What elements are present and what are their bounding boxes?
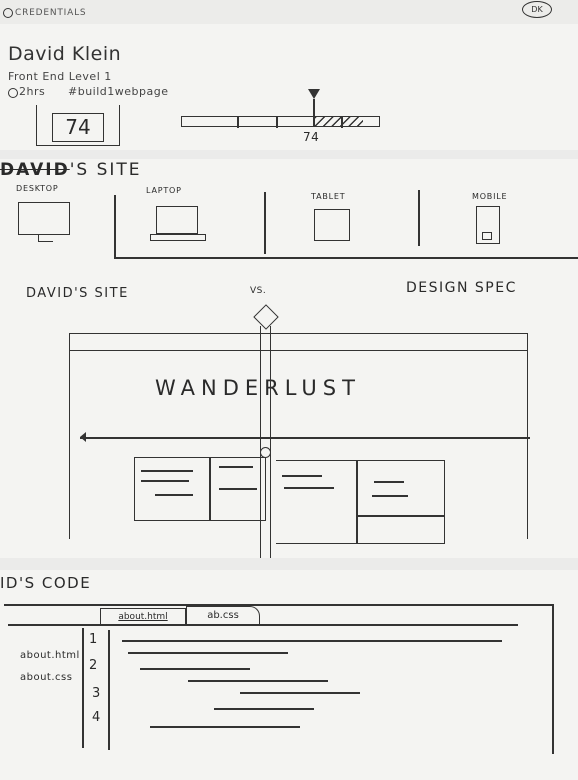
code-line-4 <box>188 680 328 682</box>
compare-right-label: DESIGN SPEC <box>406 280 517 296</box>
code-line-6 <box>214 708 314 710</box>
score-slider-divider-1 <box>237 116 239 128</box>
preview-title: WANDERLUST <box>155 376 361 400</box>
slider-handle-top <box>308 89 320 99</box>
section-band-2 <box>0 558 578 570</box>
profile-duration: 2hrs <box>19 85 46 98</box>
preview-table-right-line-3 <box>374 481 404 483</box>
file-list-divider-1 <box>82 628 84 748</box>
compare-left-label: DAVID'S SITE <box>26 286 129 301</box>
preview-table-right-line-4 <box>372 495 408 497</box>
code-tab-html-label: about.html <box>118 612 168 622</box>
code-panel-right <box>552 604 554 754</box>
desktop-icon <box>18 202 70 235</box>
device-tab-divider-3 <box>418 190 420 246</box>
top-bar <box>0 0 578 24</box>
credentials-icon <box>3 8 13 18</box>
code-panel-top <box>4 604 552 606</box>
code-line-3 <box>140 668 250 670</box>
code-line-2 <box>128 652 288 654</box>
compare-vs-label: VS. <box>250 286 267 296</box>
preview-table-left-line-5 <box>219 488 257 490</box>
profile-subtitle: Front End Level 1 <box>8 70 112 83</box>
device-tab-tablet[interactable]: TABLET <box>266 190 416 252</box>
preview-hero-divider <box>80 437 530 439</box>
compare-frame-inner-line <box>69 350 527 352</box>
line-number-3: 3 <box>92 686 101 701</box>
mobile-icon <box>476 206 500 244</box>
line-number-4: 4 <box>92 710 101 725</box>
score-slider-value: 74 <box>303 130 320 144</box>
score-box <box>36 105 120 146</box>
compare-slider-bar <box>260 326 271 558</box>
device-label-mobile: MOBILE <box>472 192 508 201</box>
preview-table-right <box>276 460 445 544</box>
score-slider-track[interactable] <box>181 116 380 127</box>
device-label-laptop: LAPTOP <box>146 186 182 195</box>
mobile-button-icon <box>482 232 492 240</box>
line-number-1: 1 <box>89 632 98 647</box>
desktop-stand-icon <box>38 234 53 242</box>
laptop-base-icon <box>150 234 206 241</box>
device-tabs-baseline <box>114 257 578 259</box>
preview-table-left-col <box>209 458 211 520</box>
code-line-5 <box>240 692 360 694</box>
file-list-divider-2 <box>108 630 110 750</box>
tablet-icon <box>314 209 350 241</box>
device-tab-desktop[interactable]: DESKTOP <box>0 180 114 260</box>
compare-slider-knob <box>260 447 271 458</box>
code-line-7 <box>150 726 300 728</box>
preview-table-right-col <box>356 461 358 543</box>
clock-icon <box>8 88 18 98</box>
code-tab-css-label: ab.css <box>207 610 239 621</box>
preview-table-right-line-1 <box>282 475 322 477</box>
preview-table-left <box>134 457 266 521</box>
device-label-desktop: DESKTOP <box>16 184 59 193</box>
site-title-suffix: 'S SITE <box>69 160 142 180</box>
user-avatar[interactable]: DK <box>522 1 552 18</box>
code-tab-html[interactable]: about.html <box>100 608 186 625</box>
site-title: DAVID'S SITE <box>0 160 142 180</box>
section-band <box>0 150 578 159</box>
preview-table-right-line-2 <box>284 487 334 489</box>
score-slider-handle[interactable] <box>308 89 320 127</box>
code-tabs-baseline <box>8 624 518 626</box>
compare-slider[interactable] <box>253 304 281 558</box>
device-tab-divider-2 <box>264 192 266 254</box>
line-number-2: 2 <box>89 658 98 673</box>
file-item-css[interactable]: about.css <box>20 672 73 683</box>
code-line-1 <box>122 640 502 642</box>
score-value: 74 <box>65 115 91 139</box>
compare-frame <box>69 333 528 539</box>
file-item-html[interactable]: about.html <box>20 650 80 661</box>
profile-name: David Klein <box>8 43 122 65</box>
device-tab-laptop[interactable]: LAPTOP <box>116 182 266 254</box>
arrow-left-icon <box>80 432 86 442</box>
device-tab-divider-1 <box>114 195 116 257</box>
code-title: ID'S CODE <box>0 574 92 592</box>
score-slider-divider-2 <box>276 116 278 128</box>
preview-table-left-line-2 <box>141 480 189 482</box>
device-label-tablet: TABLET <box>311 192 346 201</box>
app-label: CREDENTIALS <box>15 8 87 18</box>
site-title-prefix: DAVID <box>0 160 70 180</box>
avatar-initials: DK <box>531 5 543 14</box>
preview-table-left-line-4 <box>219 466 253 468</box>
score-value-frame: 74 <box>52 113 104 142</box>
preview-table-right-row <box>356 515 444 517</box>
score-slider-hatch <box>315 117 363 126</box>
device-tab-mobile[interactable]: MOBILE <box>420 188 570 254</box>
slider-handle-stem <box>313 99 315 127</box>
preview-table-left-line-1 <box>141 470 193 472</box>
profile-project: #build1webpage <box>68 85 169 98</box>
code-tab-css[interactable]: ab.css <box>186 606 260 625</box>
laptop-icon <box>156 206 198 234</box>
preview-table-left-line-3 <box>155 494 193 496</box>
